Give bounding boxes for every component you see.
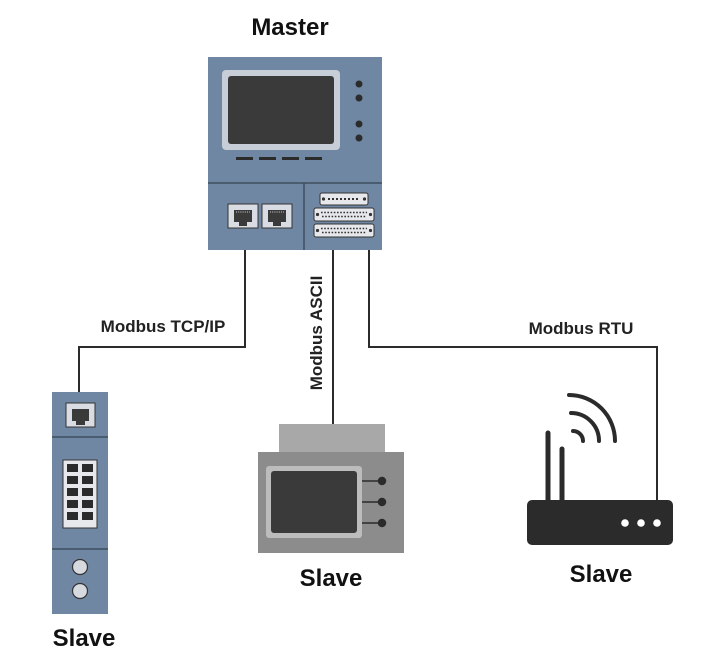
hmi-indicator-dots bbox=[362, 476, 387, 528]
link-label-rtu: Modbus RTU bbox=[529, 319, 634, 338]
router-led bbox=[653, 519, 661, 527]
connection-wires bbox=[78, 250, 658, 500]
wifi-signal-icon bbox=[567, 393, 617, 443]
master-function-key bbox=[305, 157, 322, 160]
ethernet-port-icon bbox=[65, 402, 96, 428]
router-antennas bbox=[545, 430, 565, 505]
master-function-key bbox=[282, 157, 299, 160]
ethernet-port-icon bbox=[261, 203, 293, 229]
master-screen bbox=[228, 76, 334, 144]
master-indicator-dot bbox=[355, 134, 363, 142]
hmi-screen bbox=[271, 471, 357, 533]
tcp-ip-wire bbox=[78, 250, 246, 392]
master-title: Master bbox=[251, 14, 328, 41]
terminal-block-icon bbox=[62, 459, 98, 529]
master-indicator-dot bbox=[355, 94, 363, 102]
slave-label-right: Slave bbox=[570, 561, 633, 588]
link-label-tcp-ip: Modbus TCP/IP bbox=[101, 317, 226, 336]
slave-router bbox=[527, 393, 673, 545]
router-body bbox=[527, 500, 673, 545]
master-device: Master bbox=[208, 14, 382, 250]
serial-port-icon bbox=[313, 207, 375, 222]
rtu-wire bbox=[368, 250, 658, 500]
slave-hmi-panel bbox=[258, 424, 404, 553]
serial-port-icon bbox=[313, 223, 375, 238]
din-module-knob bbox=[71, 582, 89, 600]
master-indicator-dot bbox=[355, 120, 363, 128]
hmi-top-housing bbox=[279, 424, 385, 454]
serial-port-icon bbox=[319, 192, 369, 206]
router-led bbox=[621, 519, 629, 527]
din-module-knob bbox=[71, 558, 89, 576]
master-function-key bbox=[236, 157, 253, 160]
master-function-key bbox=[259, 157, 276, 160]
ethernet-port-icon bbox=[227, 203, 259, 229]
slave-label-left: Slave bbox=[53, 625, 116, 652]
link-label-ascii: Modbus ASCII bbox=[307, 276, 326, 391]
slave-label-center: Slave bbox=[300, 565, 363, 592]
master-indicator-dot bbox=[355, 80, 363, 88]
router-led bbox=[637, 519, 645, 527]
slave-din-module bbox=[52, 392, 108, 614]
